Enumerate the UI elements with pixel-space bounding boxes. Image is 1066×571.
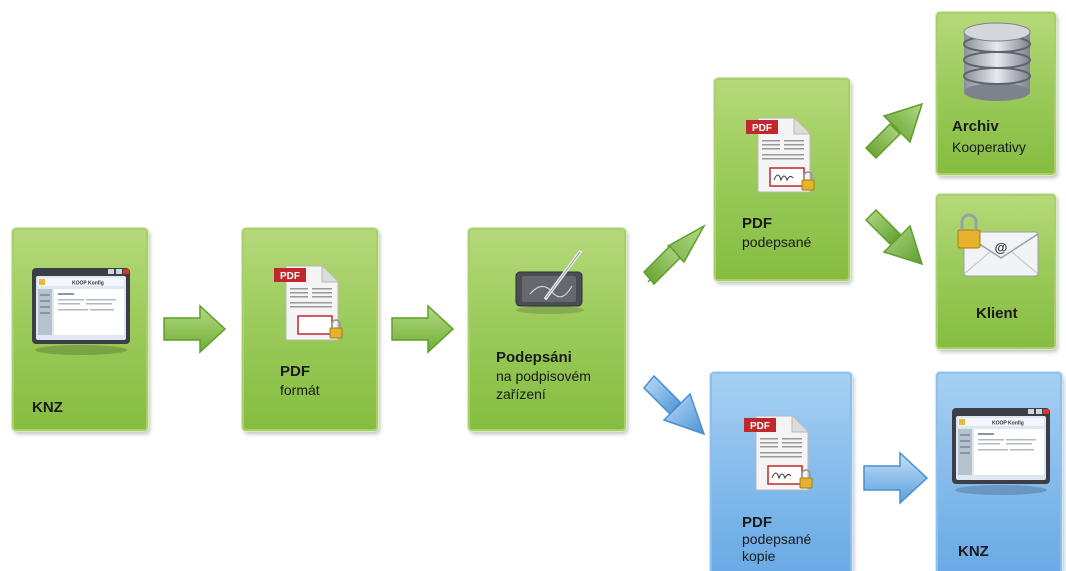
node-klient-label: Klient xyxy=(976,305,1018,322)
node-klient: @ Klient xyxy=(936,194,1056,349)
pdf-badge-signed: PDF xyxy=(752,123,772,134)
pdf-document-icon: PDF xyxy=(274,265,343,341)
node-knz-source: KOOP Konfig KNZ xyxy=(12,228,148,431)
pdf-badge: PDF xyxy=(280,271,300,282)
node-knz-target: KOOP Konfig KNZ xyxy=(936,372,1062,571)
node-podepsani-label: Podepsáni na podpisovém zařízení xyxy=(496,349,591,402)
node-pdf-signed-label: PDF podepsané xyxy=(742,215,812,250)
node-pdf-format-label: PDF formát xyxy=(280,363,320,398)
signed-pdf-copy-icon: PDF xyxy=(744,415,813,491)
node-archiv: Archiv Kooperativy xyxy=(936,12,1056,175)
arrow-right-2 xyxy=(391,304,455,354)
signature-pad-icon xyxy=(515,250,584,314)
app-window-icon-target: KOOP Konfig xyxy=(952,408,1050,495)
app-window-title: KOOP Konfig xyxy=(72,281,104,287)
arrow-up-right-1 xyxy=(642,224,706,286)
signed-pdf-icon: PDF xyxy=(746,117,815,193)
arrow-right-1 xyxy=(163,304,227,354)
node-archiv-label: Archiv Kooperativy xyxy=(952,118,1026,155)
arrow-down-right-blue xyxy=(642,374,706,436)
app-window-icon: KOOP Konfig xyxy=(32,268,130,355)
node-pdf-format: PDF PDF formát xyxy=(242,228,378,431)
node-pdf-copy-label: PDF podepsané kopie xyxy=(742,514,812,564)
node-pdf-copy: PDF PDF podepsané kopie xyxy=(710,372,852,571)
email-envelope-icon: @ xyxy=(957,213,1039,277)
node-knz-target-label: KNZ xyxy=(958,543,989,560)
app-window-title-target: KOOP Konfig xyxy=(992,421,1024,427)
database-icon xyxy=(963,22,1031,101)
email-at-sign: @ xyxy=(995,240,1008,255)
node-pdf-signed: PDF PDF podepsané xyxy=(714,78,850,281)
node-podepsani: Podepsáni na podpisovém zařízení xyxy=(468,228,626,431)
arrow-down-right-green xyxy=(864,208,924,266)
arrow-right-blue xyxy=(863,451,929,505)
pdf-badge-copy: PDF xyxy=(750,421,770,432)
arrow-up-right-2 xyxy=(864,102,924,160)
node-knz-source-label: KNZ xyxy=(32,399,63,416)
